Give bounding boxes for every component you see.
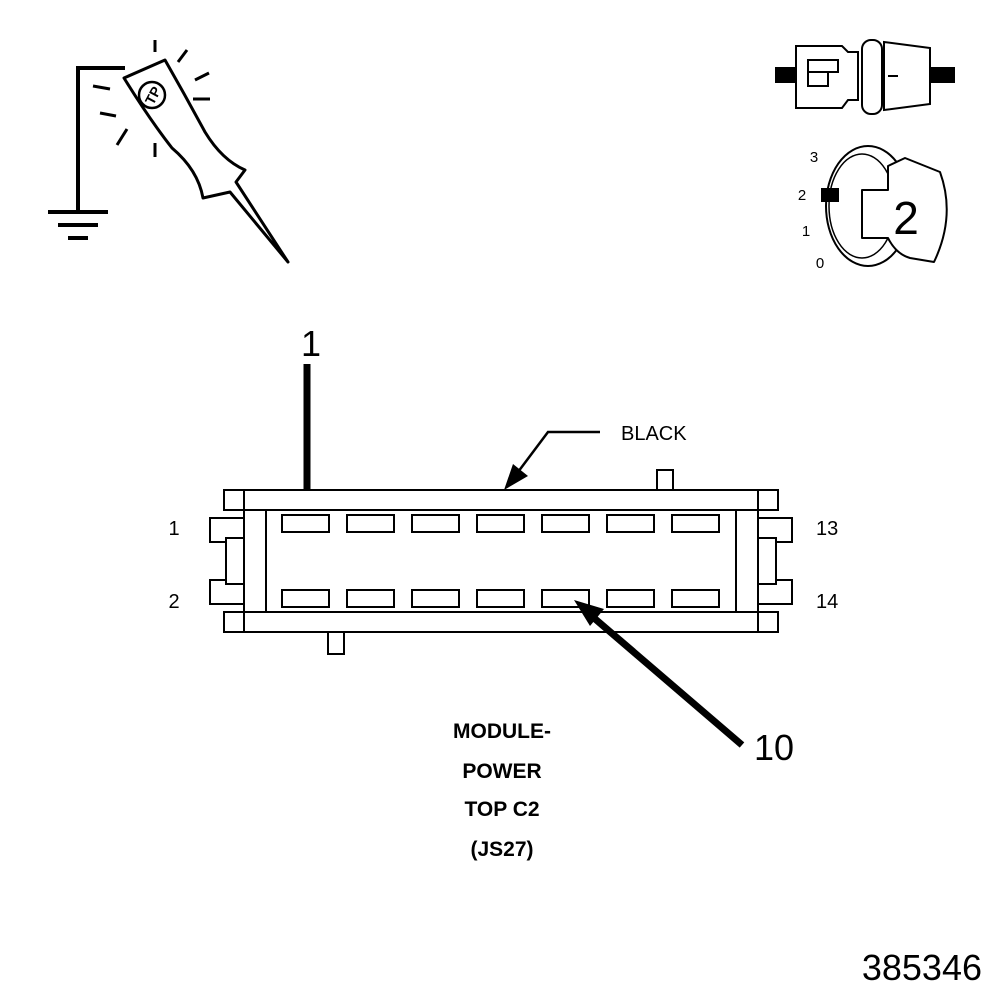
arrow-up-left-icon	[574, 600, 745, 748]
key-position-0: 0	[816, 255, 824, 272]
cavity-4	[346, 589, 395, 608]
cavity-5	[411, 514, 460, 533]
cavity-12	[606, 589, 655, 608]
key-position-indicator	[821, 188, 839, 202]
cavity-8	[476, 589, 525, 608]
key-position-3: 3	[810, 149, 818, 166]
callout-pin-10-label: 10	[754, 727, 794, 768]
connector-disconnected-icon	[775, 39, 955, 115]
cavity-row-top	[281, 514, 720, 533]
lamp-glow-rays-icon	[92, 40, 210, 157]
color-leader-arrow-icon	[504, 430, 600, 490]
cavity-6	[411, 589, 460, 608]
connector-body	[209, 469, 793, 655]
ignition-switch-icon: 3 2 1 0 2	[798, 145, 948, 272]
cavity-row-bottom	[281, 589, 720, 608]
cavity-7	[476, 514, 525, 533]
caption-line-1: MODULE-	[453, 720, 551, 743]
cavity-14	[671, 589, 720, 608]
cavity-13	[671, 514, 720, 533]
test-lamp-probe-icon: TP	[122, 58, 290, 264]
connector-caption: MODULE- POWER TOP C2 (JS27)	[453, 720, 551, 861]
cavity-3	[346, 514, 395, 533]
key-position-2: 2	[798, 187, 806, 204]
pin-label-top-right: 13	[816, 518, 838, 540]
ground-symbol	[48, 66, 125, 240]
connector-color-label: BLACK	[621, 423, 687, 445]
cavity-1	[281, 514, 330, 533]
caption-line-3: TOP C2	[464, 798, 539, 821]
cavity-9	[541, 514, 590, 533]
pin-label-top-left: 1	[168, 518, 179, 540]
figure-id: 385346	[862, 947, 982, 988]
cavity-11	[606, 514, 655, 533]
key-position-label: 2	[893, 192, 919, 244]
pin-label-bottom-left: 2	[168, 591, 179, 613]
caption-line-2: POWER	[462, 760, 541, 783]
caption-line-4: (JS27)	[470, 838, 533, 861]
probe-logo-text: TP	[142, 84, 165, 107]
key-position-1: 1	[802, 223, 810, 240]
pin-label-bottom-right: 14	[816, 591, 838, 613]
cavity-2	[281, 589, 330, 608]
callout-pin-1-label: 1	[301, 323, 321, 364]
